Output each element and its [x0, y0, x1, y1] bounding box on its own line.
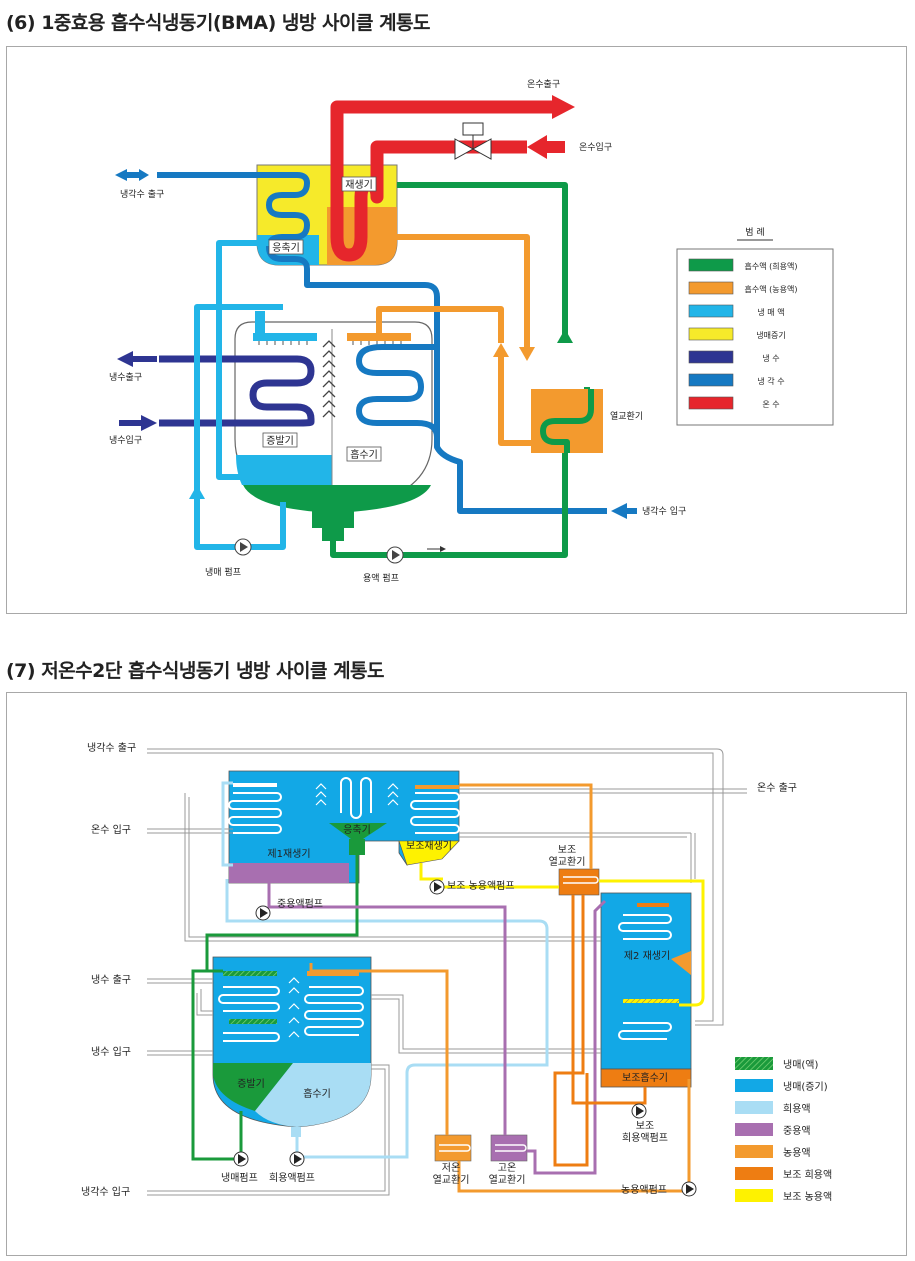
legend-swatch: [688, 396, 734, 410]
condenser-label2: 응축기: [343, 824, 371, 836]
section2-title: (7) 저온수2단 흡수식냉동기 냉방 사이클 계통도: [6, 660, 385, 682]
pump-icon: [681, 1181, 697, 1197]
legend-swatch: [688, 350, 734, 364]
legend-label: 냉 각 수: [757, 376, 784, 386]
pump-icon: [233, 1151, 249, 1167]
solution-pump-icon: [386, 546, 404, 564]
legend-swatch: [735, 1079, 773, 1092]
legend-label: 온 수: [762, 400, 779, 409]
heat-exchanger-label: 열교환기: [610, 410, 643, 422]
legend-swatch: [735, 1145, 773, 1158]
chilled-out-label: 냉수출구: [109, 372, 142, 383]
refrigerant-pump-icon: [234, 538, 252, 556]
legend-swatch: [735, 1167, 773, 1180]
hot-water-in-label: 온수입구: [579, 141, 612, 153]
pump-icon: [255, 905, 271, 921]
section1-title: (6) 1중효용 흡수식냉동기(BMA) 냉방 사이클 계통도: [6, 12, 431, 34]
absorber-label: 흡수기: [350, 448, 378, 461]
legend-label: 흡수액 (농용액): [745, 284, 798, 294]
legend-swatch: [688, 281, 734, 295]
gen2-label: 제2 재생기: [624, 950, 670, 962]
legend-swatch: [688, 373, 734, 387]
legend-label: 희용액: [783, 1103, 811, 1115]
legend-label: 냉 매 액: [757, 307, 784, 317]
legend-label: 흡수액 (희용액): [745, 261, 798, 271]
aux-gen-label: 보조재생기: [406, 840, 452, 852]
legend-swatch: [688, 327, 734, 341]
solution-pump-label: 용액 펌프: [363, 572, 399, 584]
dilute-pump-label: 희용액펌프: [269, 1172, 315, 1184]
evaporator-label2: 증발기: [237, 1078, 265, 1090]
chilled-out-label2: 냉수 출구: [91, 974, 131, 986]
legend-swatch: [735, 1057, 773, 1070]
legend-label: 보조 농용액: [783, 1191, 832, 1203]
high-temp-hx: [490, 1134, 528, 1162]
aux-hx: [558, 868, 600, 896]
conc-pump-label: 농용액펌프: [621, 1184, 667, 1196]
cooling-water-in-label2: 냉각수 입구: [81, 1185, 130, 1198]
gen1-label: 제1재생기: [267, 848, 310, 860]
low-temp-hx: [434, 1134, 472, 1162]
aux-absorber-label: 보조흡수기: [622, 1071, 668, 1084]
chilled-in-label: 냉수입구: [109, 434, 142, 446]
pump-icon: [631, 1103, 647, 1119]
legend-swatch: [688, 304, 734, 318]
chilled-in-label2: 냉수 입구: [91, 1045, 131, 1058]
legend-label: 농용액: [783, 1147, 811, 1159]
hot-water-out-label: 온수출구: [527, 79, 560, 90]
legend-swatch: [735, 1123, 773, 1136]
refrigerant-pump-label: 냉매 펌프: [205, 566, 241, 578]
condenser-label: 응축기: [272, 242, 300, 254]
pump-icon: [429, 879, 445, 895]
legend-swatch: [688, 258, 734, 272]
regenerator-label: 재생기: [345, 179, 373, 191]
legend-label: 중용액: [783, 1125, 811, 1137]
valve-icon: [454, 122, 492, 160]
hot-water-out-label2: 온수 출구: [757, 782, 797, 794]
legend-label: 보조 희용액: [783, 1169, 832, 1181]
pump-icon: [289, 1151, 305, 1167]
ref-pump-label: 냉매펌프: [221, 1172, 258, 1184]
evaporator-label: 증발기: [266, 435, 294, 447]
cooling-water-out-label: 냉각수 출구: [120, 188, 164, 200]
second-generator-tank: [600, 892, 692, 1070]
legend-label: 냉매(액): [783, 1059, 819, 1071]
absorber-label2: 흡수기: [303, 1087, 331, 1100]
legend-label: 냉 수: [762, 353, 779, 363]
section1-frame: 재생기 응축기 증발기 흡수기 온수출구 온수입구 냉각수 출구 냉각수 입구 …: [6, 46, 907, 614]
legend-title: 범 례: [745, 227, 764, 238]
cooling-water-in-label: 냉각수 입구: [642, 505, 686, 517]
cooling-water-out-label2: 냉각수 출구: [87, 742, 136, 754]
legend-swatch: [735, 1189, 773, 1202]
section2-frame: 냉각수 출구 온수 입구 온수 출구 냉수 출구 냉수 입구 냉각수 입구 응축…: [6, 692, 907, 1256]
bma-cycle-diagram: 재생기 응축기 증발기 흡수기 온수출구 온수입구 냉각수 출구 냉각수 입구 …: [109, 79, 834, 584]
legend-label: 냉매증기: [756, 330, 785, 340]
hot-water-in-label2: 온수 입구: [91, 823, 131, 836]
mid-pump-label: 중용액펌프: [277, 898, 323, 910]
two-stage-cycle-diagram: 냉각수 출구 온수 입구 온수 출구 냉수 출구 냉수 입구 냉각수 입구 응축…: [81, 742, 832, 1203]
legend-swatch: [735, 1101, 773, 1114]
aux-conc-pump-label: 보조 농용액펌프: [447, 880, 515, 892]
legend-label: 냉매(증기): [783, 1081, 828, 1093]
